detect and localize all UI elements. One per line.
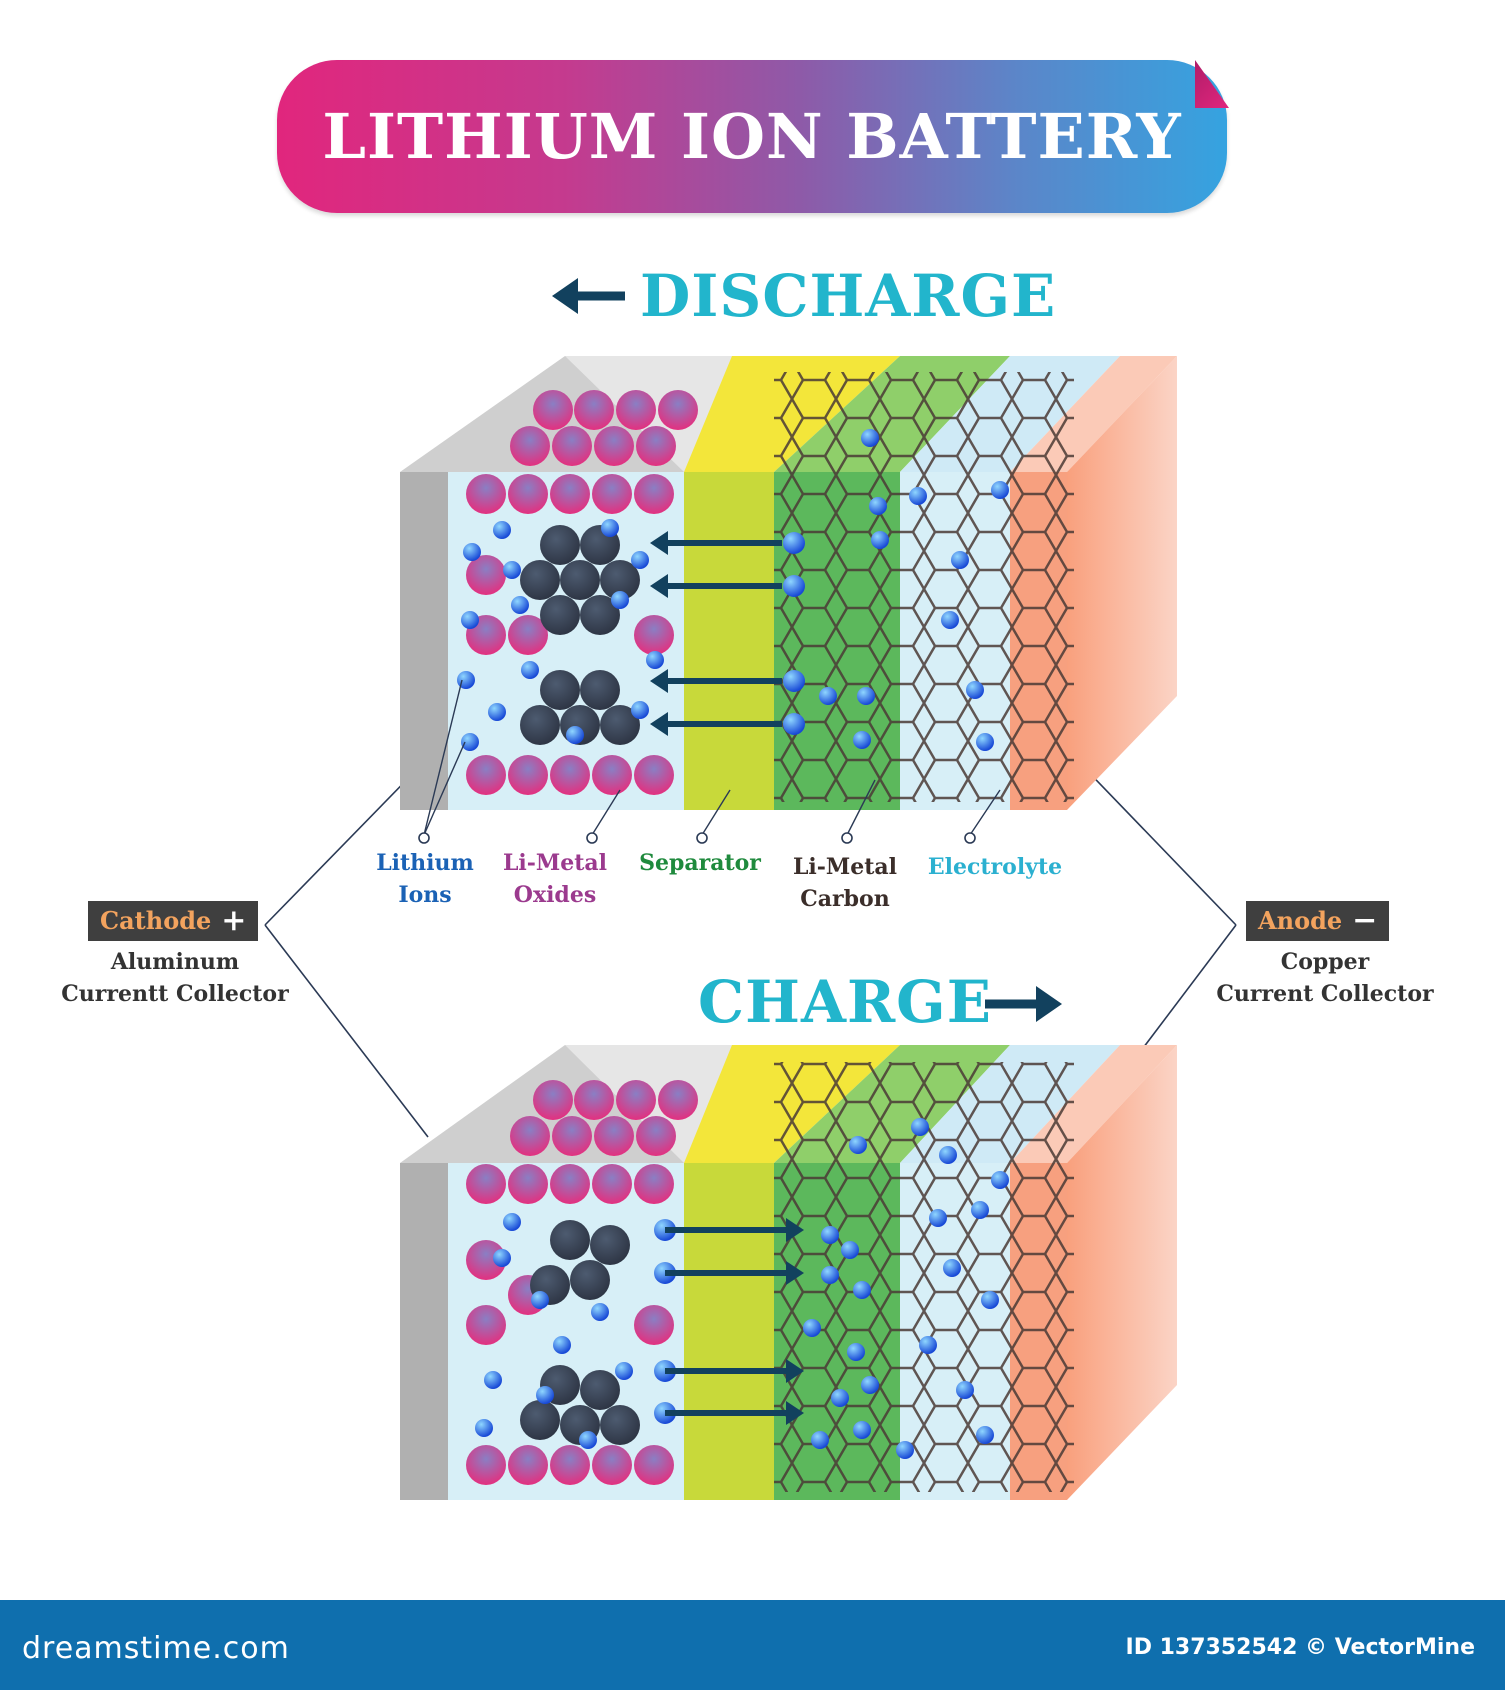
anode-collector-line2: Current Collector	[1216, 981, 1434, 1007]
label-li-metal-oxides: Li-Metal Oxides	[490, 847, 620, 911]
label-lithium-ions: Lithium Ions	[360, 847, 490, 911]
label-lithium-ions-line2: Ions	[398, 882, 452, 908]
footer-brand[interactable]: dreamstime.com	[22, 1631, 290, 1666]
anode-collector-line1: Copper	[1280, 949, 1370, 975]
cathode-collector: Aluminum Currentt Collector	[50, 946, 300, 1010]
cathode-collector-line2: Currentt Collector	[61, 981, 289, 1007]
label-leader-lines	[423, 679, 1001, 836]
charge-flow-arrows	[665, 1218, 804, 1425]
title-banner	[277, 60, 1227, 213]
label-lithium-ions-line1: Lithium	[376, 850, 474, 876]
minus-icon: −	[1352, 903, 1378, 938]
label-li-metal-oxides-line2: Oxides	[513, 882, 597, 908]
plus-icon: +	[221, 903, 247, 938]
charge-arrow-right-icon	[985, 986, 1062, 1022]
label-li-metal-carbon-line2: Carbon	[800, 886, 890, 912]
page-title: LITHIUM ION BATTERY	[322, 100, 1182, 173]
anode-tag: Anode −	[1246, 901, 1390, 941]
label-separator: Separator	[639, 850, 761, 876]
footer-image-id: ID 137352542 © VectorMine	[1125, 1635, 1475, 1660]
cathode-collector-line1: Aluminum	[110, 949, 240, 975]
discharge-title: DISCHARGE	[640, 262, 1057, 330]
cathode-tag: Cathode +	[88, 901, 259, 941]
discharge-flow-arrows	[650, 531, 782, 736]
footer-bar	[0, 1600, 1505, 1690]
discharge-arrow-left-icon	[552, 278, 625, 314]
label-li-metal-oxides-line1: Li-Metal	[502, 850, 608, 876]
charge-title: CHARGE	[698, 968, 992, 1036]
discharge-cell	[400, 356, 1177, 844]
label-electrolyte: Electrolyte	[927, 854, 1063, 880]
charge-cell	[400, 1045, 1177, 1500]
label-li-metal-carbon: Li-Metal Carbon	[780, 851, 910, 915]
anode-label: Anode	[1258, 906, 1343, 935]
cathode-label: Cathode	[100, 906, 212, 935]
anode-collector: Copper Current Collector	[1200, 946, 1450, 1010]
li-metal-oxide-spheres	[466, 390, 698, 795]
lithium-ion-dots	[457, 429, 1009, 751]
label-li-metal-carbon-line1: Li-Metal	[792, 854, 898, 880]
